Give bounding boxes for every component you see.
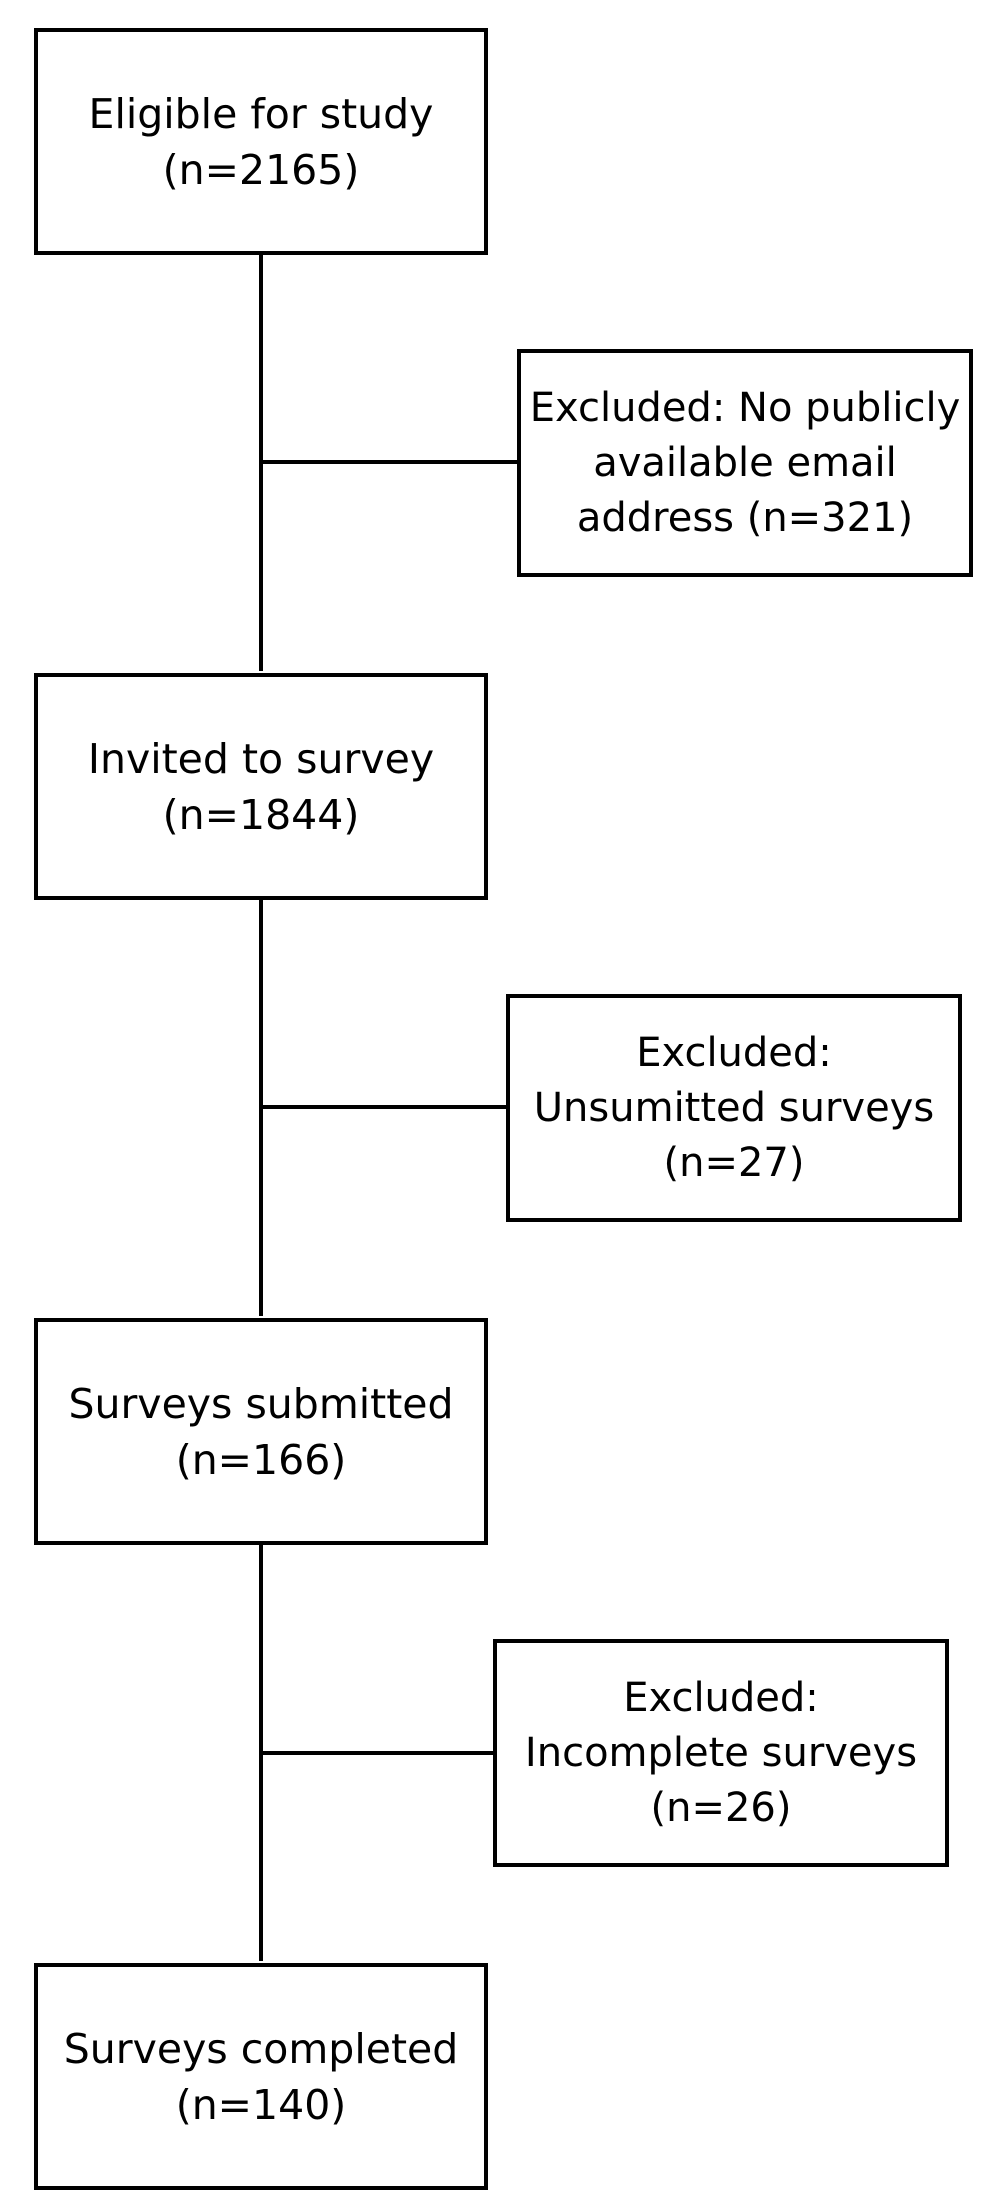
exclusion-label: Excluded: [636, 1029, 832, 1076]
step-box-submitted: Surveys submitted (n=166) [34, 1318, 488, 1545]
exclusion-label: Incomplete surveys [524, 1729, 918, 1776]
step-box-invited: Invited to survey (n=1844) [34, 673, 488, 900]
step-box-completed: Surveys completed (n=140) [34, 1963, 488, 2190]
step-label: Surveys submitted [68, 1379, 454, 1428]
exclusion-label: Excluded: [623, 1674, 819, 1721]
branch-connector-2 [261, 1105, 506, 1109]
step-count: (n=166) [175, 1435, 347, 1484]
exclusion-label: Unsumitted surveys [533, 1084, 935, 1131]
step-count: (n=140) [175, 2080, 347, 2129]
step-label: Surveys completed [63, 2024, 459, 2073]
branch-connector-3 [261, 1751, 493, 1755]
exclusion-count: (n=26) [650, 1784, 792, 1831]
step-label: Eligible for study [88, 89, 434, 138]
exclusion-box-incomplete: Excluded: Incomplete surveys (n=26) [493, 1639, 949, 1867]
exclusion-label: Excluded: No publicly [529, 384, 961, 431]
step-label: Invited to survey [87, 734, 435, 783]
branch-connector-1 [261, 460, 517, 464]
exclusion-count: (n=27) [663, 1139, 805, 1186]
step-box-eligible: Eligible for study (n=2165) [34, 28, 488, 255]
exclusion-count: address (n=321) [576, 494, 914, 541]
exclusion-box-no-email: Excluded: No publicly available email ad… [517, 349, 973, 577]
exclusion-box-unsubmitted: Excluded: Unsumitted surveys (n=27) [506, 994, 962, 1222]
step-count: (n=2165) [162, 145, 360, 194]
step-count: (n=1844) [162, 790, 360, 839]
exclusion-label: available email [593, 439, 897, 486]
